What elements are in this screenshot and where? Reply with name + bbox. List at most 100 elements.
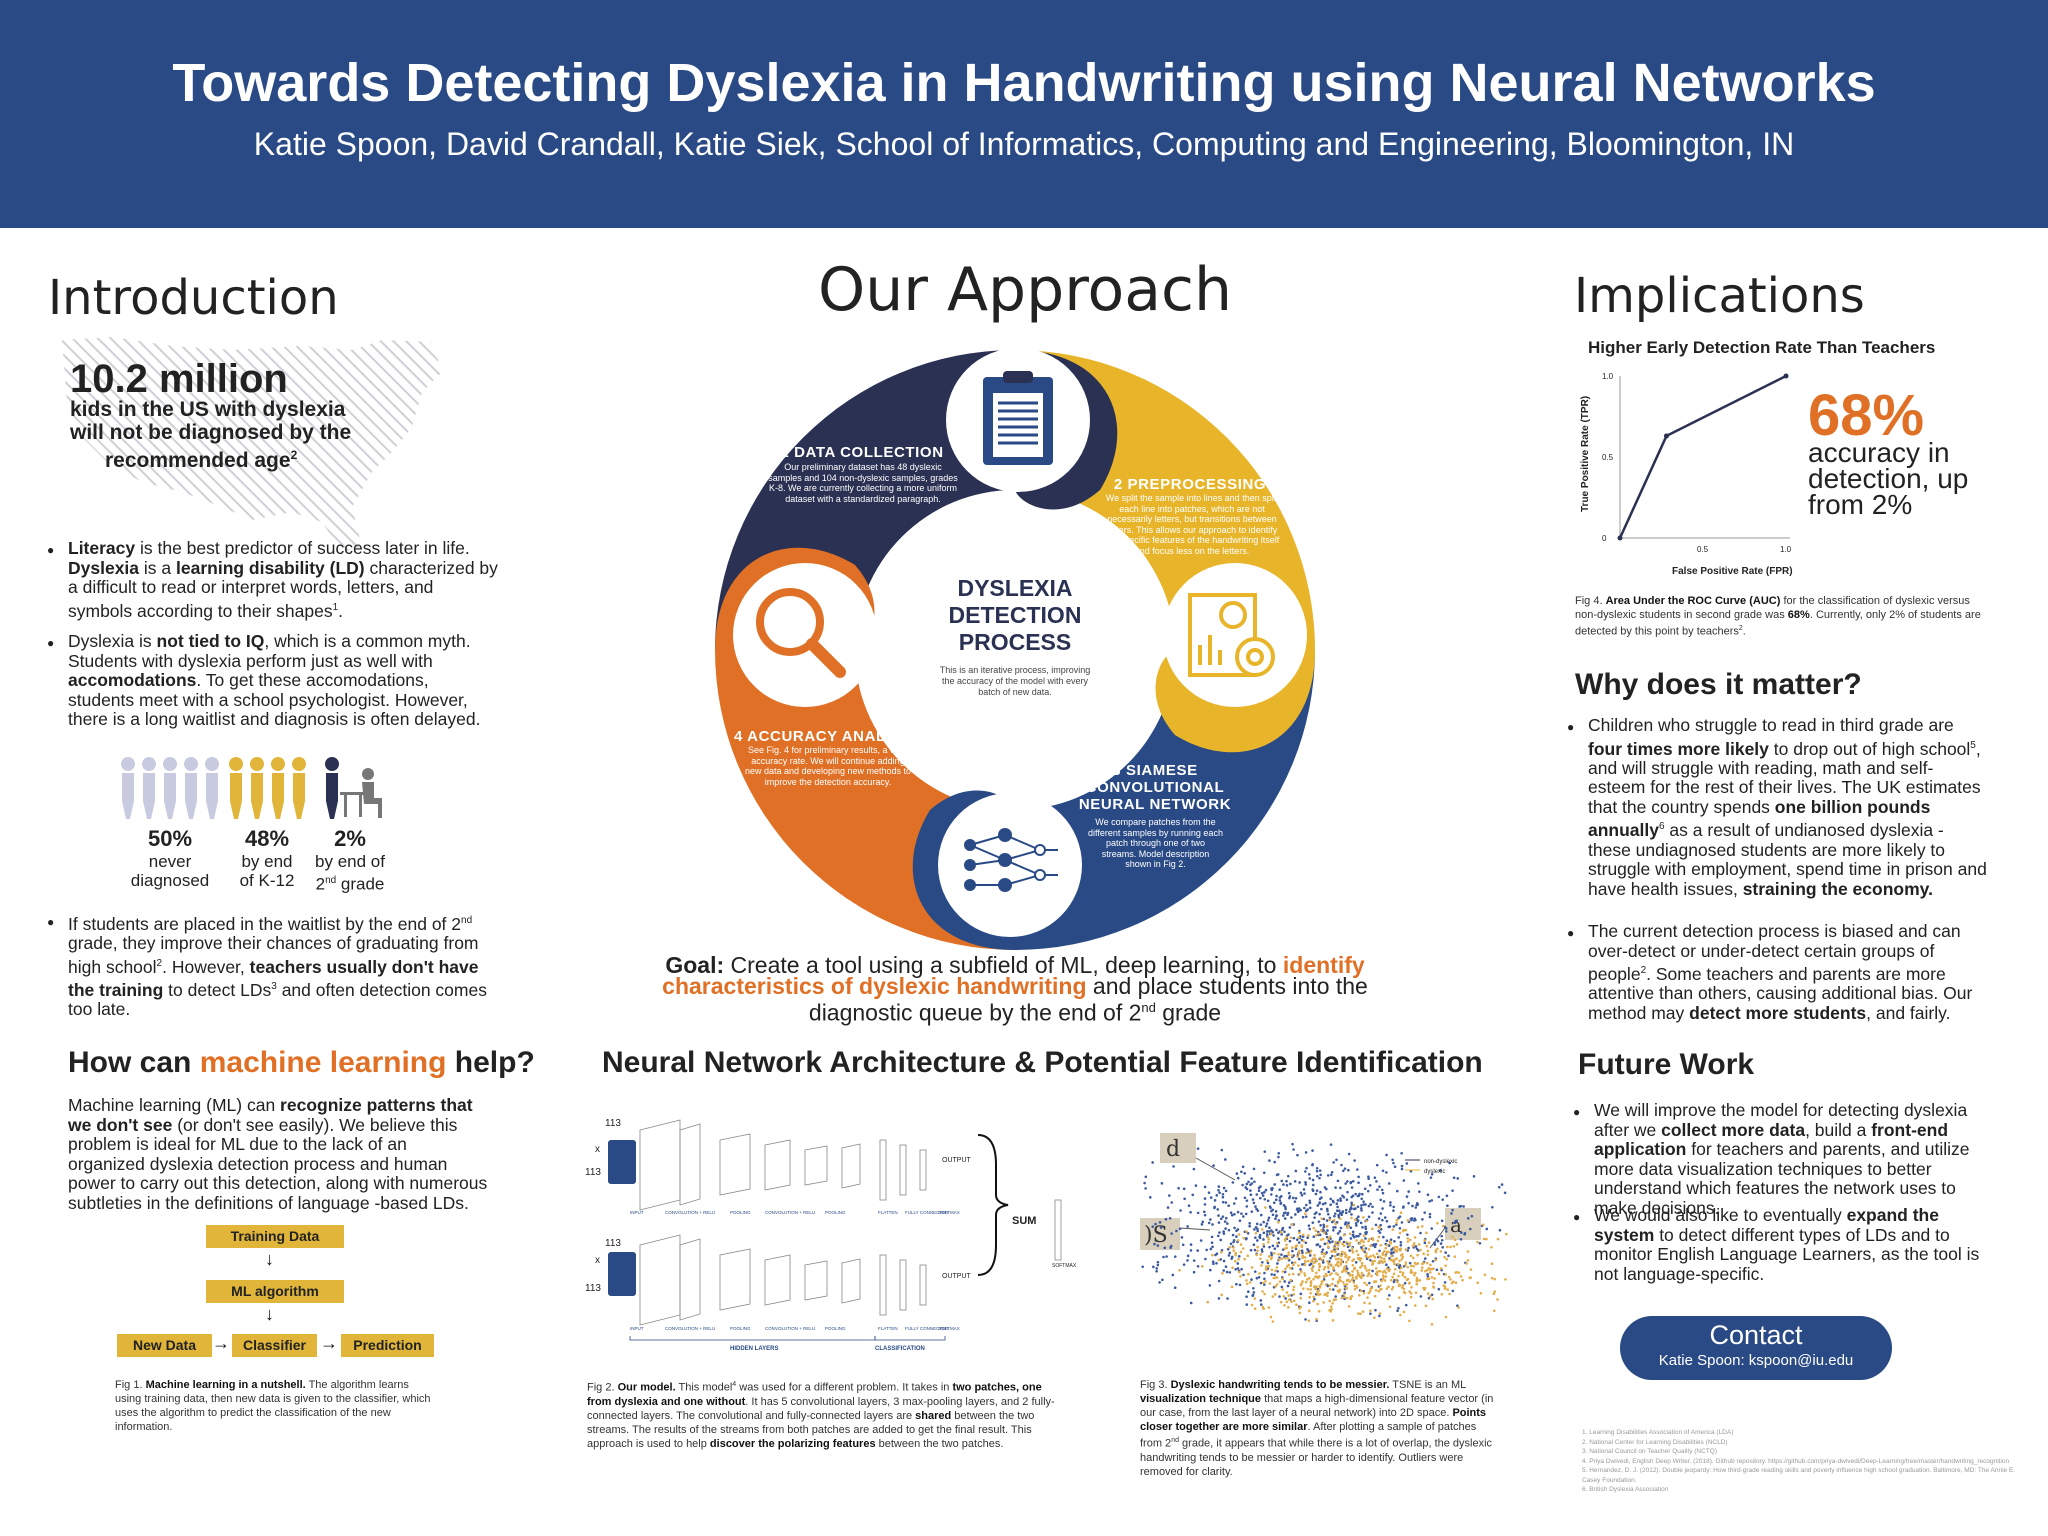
dim-label: 113 [605, 1118, 621, 1129]
approach-heading: Our Approach [818, 255, 1233, 325]
roc-chart-title: Higher Early Detection Rate Than Teacher… [1588, 338, 1936, 357]
svg-text:FLATTEN: FLATTEN [878, 1326, 898, 1331]
svg-text:x: x [595, 1255, 600, 1266]
stat-end-2nd-grade: 2% by end of 2nd grade [315, 826, 385, 894]
accuracy-big-number: 68% [1808, 383, 1925, 448]
svg-text:SOFTMAX: SOFTMAX [938, 1210, 960, 1215]
clipboard-icon [983, 371, 1053, 465]
contact-email: Katie Spoon: kspoon@iu.edu [1658, 1352, 1854, 1369]
svg-text:113: 113 [585, 1283, 601, 1294]
why-heading: Why does it matter? [1575, 668, 1862, 701]
handwriting-sample-3: a [1445, 1208, 1481, 1240]
flow-classifier: Classifier [232, 1334, 317, 1357]
roc-ylabel: True Positive Rate (TPR) [1580, 396, 1591, 512]
svg-text:POOLING: POOLING [730, 1210, 751, 1215]
stat-number: 10.2 million [70, 357, 288, 401]
step4-text: See Fig. 4 for preliminary results, a 68… [744, 745, 912, 787]
svg-text:POOLING: POOLING [825, 1210, 846, 1215]
svg-text:OUTPUT: OUTPUT [942, 1157, 972, 1164]
future-bullet-1: ● We will improve the model for detectin… [1573, 1100, 1970, 1218]
svg-text:CONVOLUTION + RELU: CONVOLUTION + RELU [765, 1326, 815, 1331]
handwriting-sample-1: d [1160, 1133, 1196, 1163]
neural-network-icon [964, 828, 1058, 892]
legend-dyslexic: dyslexic [1424, 1169, 1445, 1175]
roc-point [1663, 433, 1669, 439]
svg-text:SOFTMAX: SOFTMAX [1052, 1263, 1077, 1269]
stat-caption: kids in the US with dyslexia will not be… [70, 398, 352, 472]
svg-text:INPUT: INPUT [630, 1326, 644, 1331]
magnifier-icon [756, 588, 846, 678]
flow-training-data: Training Data [206, 1225, 344, 1248]
svg-text:OUTPUT: OUTPUT [942, 1273, 972, 1280]
implications-heading: Implications [1574, 268, 1865, 324]
introduction-heading: Introduction [48, 270, 339, 326]
step3-text: We compare patches from the different sa… [1088, 817, 1223, 869]
arrow-right-icon: → [320, 1333, 338, 1353]
why-bullet-bias: ● The current detection process is biase… [1567, 921, 1973, 1023]
svg-text:INPUT: INPUT [630, 1210, 644, 1215]
arrow-down-icon: ↓ [265, 1304, 274, 1324]
svg-text:POOLING: POOLING [825, 1326, 846, 1331]
svg-text:SOFTMAX: SOFTMAX [938, 1326, 960, 1331]
step1-title: 1 DATA COLLECTION [780, 444, 944, 461]
svg-text:d: d [1166, 1137, 1180, 1162]
handwriting-sample-2: )S [1140, 1218, 1180, 1250]
us-map-icon [62, 337, 442, 552]
stat-end-k12: 48% by end of K-12 [239, 826, 295, 890]
process-center-text: This is an iterative process, improving … [939, 665, 1091, 697]
svg-text:CLASSIFICATION: CLASSIFICATION [875, 1346, 925, 1352]
roc-ytick: 0.5 [1602, 453, 1614, 462]
svg-text:FLATTEN: FLATTEN [878, 1210, 898, 1215]
roc-xlabel: False Positive Rate (FPR) [1672, 566, 1793, 577]
svg-text:HIDDEN LAYERS: HIDDEN LAYERS [730, 1346, 778, 1352]
svg-text:CONVOLUTION + RELU: CONVOLUTION + RELU [665, 1326, 715, 1331]
tsne-scatter-plot: d )S a non-dyslexic dyslexic [1140, 1133, 1508, 1326]
ml-paragraph: Machine learning (ML) can recognize patt… [68, 1095, 488, 1213]
references: 1. Learning Disabilities Association of … [1582, 1429, 2016, 1493]
intro-bullet-waitlist: ● If students are placed in the waitlist… [47, 913, 487, 1020]
step4-title: 4 ACCURACY ANALYSIS [734, 728, 921, 745]
future-work-heading: Future Work [1578, 1048, 1755, 1081]
flow-prediction: Prediction [341, 1334, 434, 1357]
fig1-caption: Fig 1. Machine learning in a nutshell. T… [115, 1379, 431, 1433]
why-bullet-dropout: ● Children who struggle to read in third… [1567, 715, 1987, 899]
fig3-caption: Fig 3. Dyslexic handwriting tends to be … [1140, 1379, 1494, 1478]
svg-text:FULLY CONNECTED: FULLY CONNECTED [905, 1326, 949, 1331]
goal-statement: Goal: Create a tool using a subfield of … [662, 952, 1368, 1026]
ml-heading: How can machine learning help? [68, 1046, 535, 1079]
flow-new-data: New Data [117, 1334, 212, 1357]
poster-header [0, 0, 2048, 228]
roc-point [1783, 373, 1789, 379]
contact-box: Contact Katie Spoon: kspoon@iu.edu [1620, 1316, 1892, 1380]
arrow-right-icon: → [212, 1333, 230, 1353]
intro-bullet-literacy: ● Literacy is the best predictor of succ… [47, 538, 498, 621]
legend-non-dyslexic: non-dyslexic [1424, 1159, 1457, 1165]
poster-title: Towards Detecting Dyslexia in Handwritin… [172, 53, 1876, 113]
svg-text:SUM: SUM [1012, 1215, 1036, 1227]
intro-bullet-iq: ● Dyslexia is not tied to IQ, which is a… [47, 631, 481, 729]
poster-authors: Katie Spoon, David Crandall, Katie Siek,… [253, 126, 1795, 162]
report-gear-icon [1188, 593, 1275, 677]
future-bullet-2: ● We would also like to eventually expan… [1573, 1205, 1980, 1284]
roc-point [1617, 535, 1623, 541]
svg-text:CONVOLUTION + RELU: CONVOLUTION + RELU [665, 1210, 715, 1215]
roc-xtick: 1.0 [1780, 545, 1792, 554]
process-wheel [715, 348, 1315, 950]
svg-text:)S: )S [1144, 1223, 1168, 1248]
contact-title: Contact [1709, 1320, 1803, 1350]
svg-text:CONVOLUTION + RELU: CONVOLUTION + RELU [765, 1210, 815, 1215]
arrow-down-icon: ↓ [265, 1249, 274, 1269]
people-infographic [121, 757, 382, 819]
roc-ytick: 1.0 [1602, 372, 1614, 381]
roc-curve [1618, 374, 1787, 539]
svg-text:a: a [1450, 1213, 1462, 1237]
svg-text:FULLY CONNECTED: FULLY CONNECTED [905, 1210, 949, 1215]
svg-text:x: x [595, 1144, 600, 1155]
svg-text:113: 113 [585, 1167, 601, 1178]
fig2-caption: Fig 2. Our model. This model4 was used f… [587, 1381, 1055, 1450]
siamese-architecture-diagram: 113 x 113 113 x 113 OUTPUT OUTPUT SUM SO… [585, 1118, 1077, 1352]
